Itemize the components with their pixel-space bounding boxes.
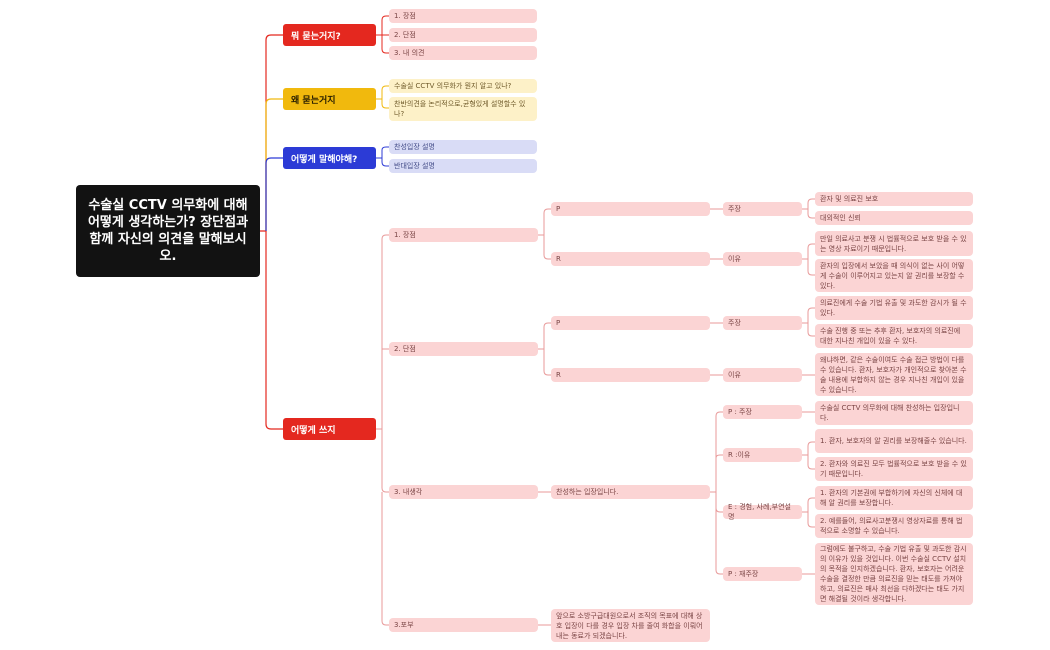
cons-claim-1[interactable]: 의료진에게 수술 기법 유출 및 과도한 감시가 될 수 있다. (815, 296, 973, 320)
pros-reason-2[interactable]: 환자의 입장에서 보았을 때 의식이 없는 사이 어떻게 수술이 이루어지고 있… (815, 259, 973, 292)
cons-reason-node[interactable]: 이유 (723, 368, 802, 382)
mine-p2-item[interactable]: 그럼에도 불구하고, 수술 기법 유출 및 과도한 감시의 이유가 있을 것입니… (815, 543, 973, 605)
cons-reason-1[interactable]: 왜냐하면, 같은 수술이여도 수술 접근 방법이 다를 수 있습니다. 환자, … (815, 353, 973, 396)
mine-e-item-1[interactable]: 1. 환자의 기본권에 부합하기에 자신의 신체에 대해 알 권리를 보장합니다… (815, 486, 973, 510)
pros-p-node[interactable]: P (551, 202, 710, 216)
wrap-node[interactable]: 3.포부 (389, 618, 538, 632)
mine-p1-item[interactable]: 수술실 CCTV 의무화에 대해 찬성하는 입장입니다. (815, 401, 973, 425)
wrap-text[interactable]: 앞으로 소방구급대원으로서 조직의 목표에 대해 상호 입장이 다를 경우 입장… (551, 609, 710, 642)
pros-claim-2[interactable]: 대외적인 신뢰 (815, 211, 973, 225)
mine-e-node[interactable]: E : 경험, 사례,부연설명 (723, 503, 802, 521)
mine-stance[interactable]: 찬성하는 입장입니다. (551, 485, 710, 499)
what-item-2[interactable]: 2. 단점 (389, 28, 537, 42)
mine-r-node[interactable]: R :이유 (723, 448, 802, 462)
branch-what[interactable]: 뭐 묻는거지? (283, 24, 376, 46)
mine-p2-node[interactable]: P : 재주장 (723, 567, 802, 581)
mine-p1-node[interactable]: P : 주장 (723, 405, 802, 419)
branch-why[interactable]: 왜 묻는거지 (283, 88, 376, 110)
cons-r-node[interactable]: R (551, 368, 710, 382)
why-item-2[interactable]: 찬반의견을 논리적으로,균형있게 설명할수 있나? (389, 97, 537, 121)
what-item-3[interactable]: 3. 내 의견 (389, 46, 537, 60)
pros-claim-1[interactable]: 환자 및 의료진 보호 (815, 192, 973, 206)
mine-e-item-2[interactable]: 2. 예를들어, 의료사고분쟁시 영상자료를 통해 법적으로 소명할 수 있습니… (815, 514, 973, 538)
how-say-item-2[interactable]: 반대입장 설명 (389, 159, 537, 173)
pros-reason-node[interactable]: 이유 (723, 252, 802, 266)
cons-node[interactable]: 2. 단점 (389, 342, 538, 356)
mine-r-item-1[interactable]: 1. 환자, 보호자의 알 권리를 보장해줄수 있습니다. (815, 429, 973, 453)
pros-r-node[interactable]: R (551, 252, 710, 266)
branch-how-say[interactable]: 어떻게 말해야해? (283, 147, 376, 169)
pros-reason-1[interactable]: 만일 의료사고 분쟁 시 법률적으로 보호 받을 수 있는 영상 자료이기 때문… (815, 231, 973, 256)
mine-node[interactable]: 3. 내생각 (389, 485, 538, 499)
cons-p-node[interactable]: P (551, 316, 710, 330)
pros-claim-node[interactable]: 주장 (723, 202, 802, 216)
branch-how-write[interactable]: 어떻게 쓰지 (283, 418, 376, 440)
why-item-1[interactable]: 수술실 CCTV 의무화가 뭔지 알고 있나? (389, 79, 537, 93)
pros-node[interactable]: 1. 장점 (389, 228, 538, 242)
cons-claim-node[interactable]: 주장 (723, 316, 802, 330)
mine-r-item-2[interactable]: 2. 환자와 의료진 모두 법률적으로 보호 받을 수 있기 때문입니다. (815, 457, 973, 481)
root-question[interactable]: 수술실 CCTV 의무화에 대해 어떻게 생각하는가? 장단점과 함께 자신의 … (76, 185, 260, 277)
what-item-1[interactable]: 1. 장점 (389, 9, 537, 23)
cons-claim-2[interactable]: 수술 진행 중 또는 추후 환자, 보호자의 의료진에 대한 지나친 개입이 있… (815, 324, 973, 348)
how-say-item-1[interactable]: 찬성입장 설명 (389, 140, 537, 154)
